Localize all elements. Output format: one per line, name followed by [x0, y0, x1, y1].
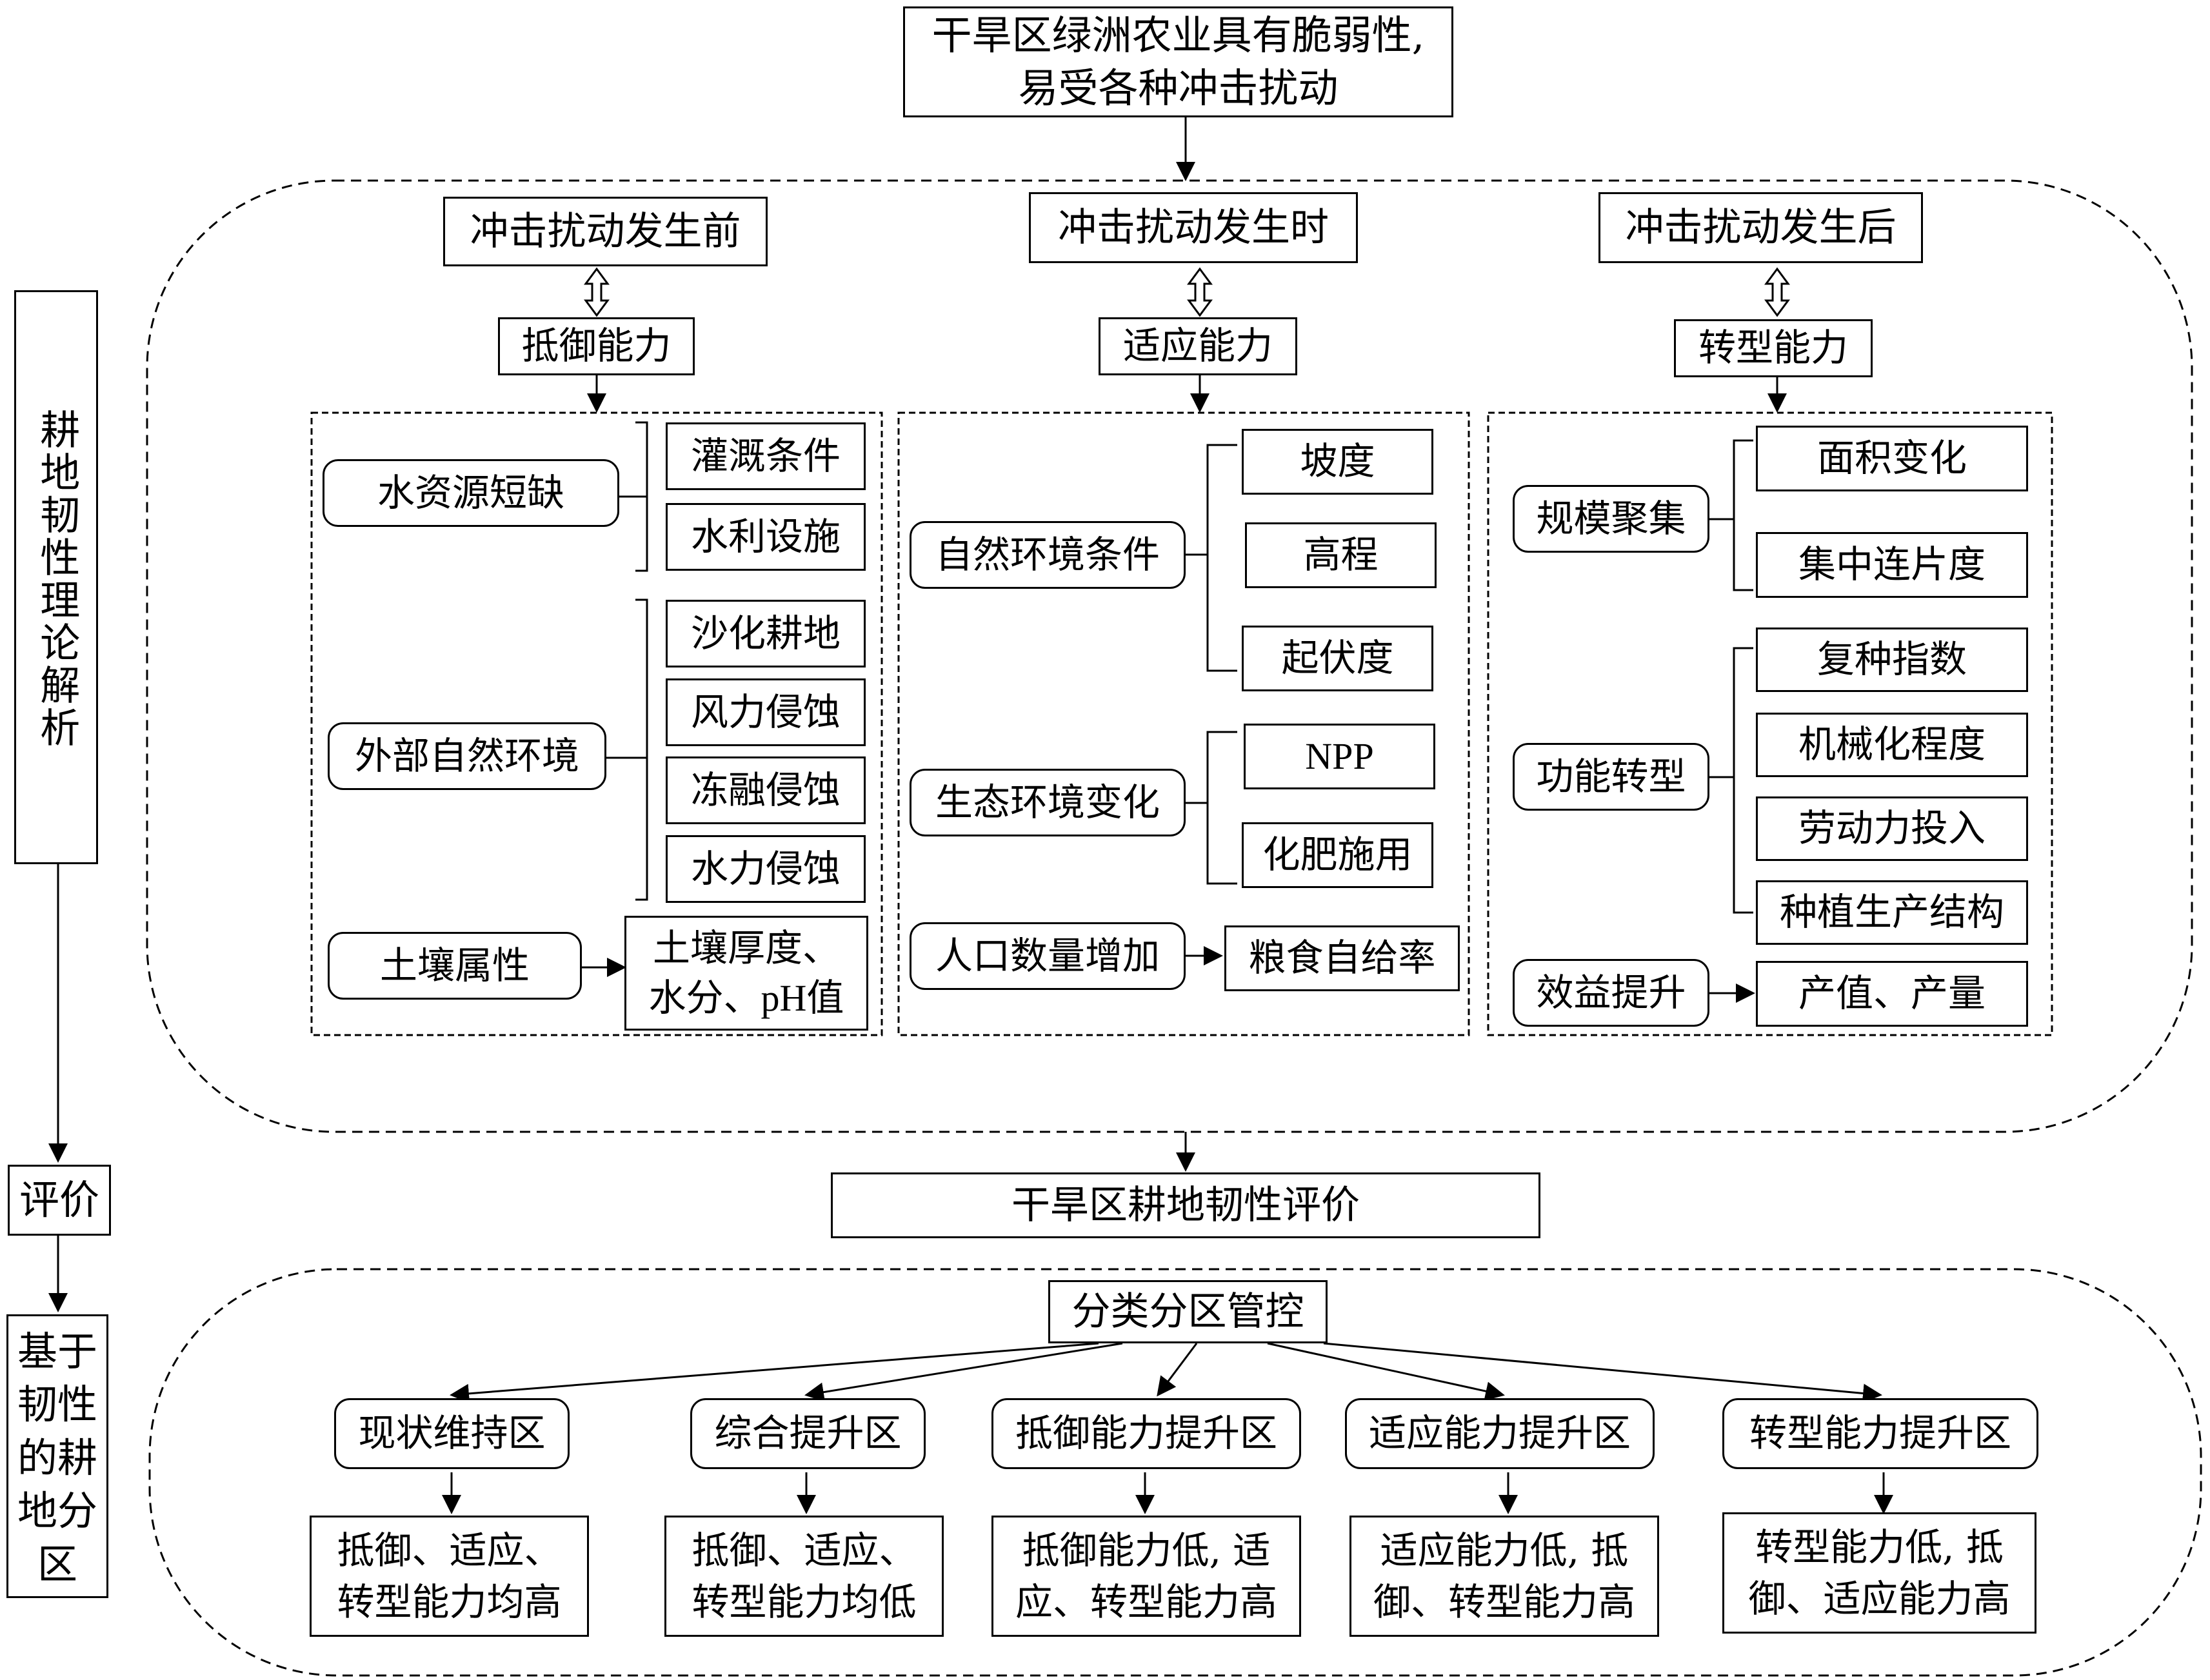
zone-comprehensive-desc-line-2: 转型能力均低 [692, 1580, 917, 1624]
relief: 起伏度 [1242, 626, 1433, 691]
elevation: 高程 [1245, 522, 1437, 588]
area-change: 面积变化 [1756, 426, 2028, 491]
zone-adapt: 适应能力提升区 [1345, 1398, 1655, 1469]
contiguity: 集中连片度 [1756, 532, 2028, 598]
water-shortage: 水资源短缺 [323, 459, 619, 527]
zoning-side-line-2: 韧性 [17, 1381, 97, 1428]
zone-resist-desc-line-2: 应、转型能力高 [1015, 1580, 1277, 1624]
theory-analysis-box: 耕地韧性理论解析 [14, 290, 98, 864]
zone-comprehensive: 综合提升区 [690, 1398, 926, 1469]
zoning-side-line-4: 地分 [17, 1487, 97, 1535]
zoning-side-line-5: 区 [37, 1540, 77, 1588]
soil-detail-line-2: 水分、pH值 [648, 977, 844, 1019]
zone-resist: 抵御能力提升区 [991, 1398, 1301, 1469]
zone-maintain: 现状维持区 [334, 1398, 570, 1469]
function-transformation: 功能转型 [1513, 743, 1709, 811]
population-increase: 人口数量增加 [910, 922, 1186, 990]
zone-adapt-desc-line-1: 适应能力低, 抵 [1380, 1528, 1629, 1572]
adapt-panel [897, 411, 1470, 1036]
arid-evaluation: 干旱区耕地韧性评价 [831, 1172, 1540, 1238]
double-arrow-icon [584, 267, 1790, 317]
multiple-cropping-index: 复种指数 [1756, 628, 2028, 692]
scale-aggregation: 规模聚集 [1513, 485, 1709, 553]
slope: 坡度 [1242, 429, 1433, 495]
capacity-transform: 转型能力 [1674, 319, 1873, 377]
labor-input: 劳动力投入 [1756, 796, 2028, 861]
fertilizer-use: 化肥施用 [1242, 822, 1433, 888]
soil-detail: 土壤厚度、 水分、pH值 [624, 916, 868, 1031]
zone-maintain-desc: 抵御、适应、 转型能力均高 [310, 1516, 589, 1637]
water-facility: 水利设施 [666, 503, 866, 571]
benefit-improvement: 效益提升 [1513, 959, 1709, 1027]
analysis-frame [146, 179, 2193, 1133]
zone-resist-desc: 抵御能力低, 适 应、转型能力高 [991, 1516, 1301, 1637]
water-erosion: 水力侵蚀 [666, 835, 866, 903]
zone-transform-desc-line-1: 转型能力低, 抵 [1755, 1525, 2004, 1569]
zone-comprehensive-desc-line-1: 抵御、适应、 [692, 1528, 917, 1572]
soil-property: 土壤属性 [328, 932, 582, 1000]
resist-panel [310, 411, 883, 1036]
phase-after: 冲击扰动发生后 [1598, 192, 1923, 263]
planting-structure: 种植生产结构 [1756, 880, 2028, 945]
zone-adapt-desc-line-2: 御、转型能力高 [1373, 1580, 1635, 1624]
theory-analysis-label: 耕地韧性理论解析 [33, 409, 81, 749]
vulnerability-line-2: 易受各种冲击扰动 [1018, 64, 1339, 112]
grain-self-sufficiency: 粮食自给率 [1224, 925, 1460, 991]
phase-before: 冲击扰动发生前 [443, 197, 768, 266]
external-nature: 外部自然环境 [328, 722, 606, 790]
zone-transform-desc: 转型能力低, 抵 御、适应能力高 [1722, 1512, 2036, 1634]
zone-maintain-desc-line-2: 转型能力均高 [337, 1580, 562, 1624]
evaluation-side-label: 评价 [19, 1176, 99, 1223]
wind-erosion: 风力侵蚀 [666, 678, 866, 746]
natural-environment: 自然环境条件 [910, 521, 1186, 589]
eco-change: 生态环境变化 [910, 769, 1186, 836]
zoning-side-line-3: 的耕 [17, 1434, 97, 1481]
zone-resist-desc-line-1: 抵御能力低, 适 [1022, 1528, 1271, 1572]
zone-adapt-desc: 适应能力低, 抵 御、转型能力高 [1349, 1516, 1659, 1637]
zoning-side-box: 基于 韧性 的耕 地分 区 [6, 1314, 108, 1598]
transform-panel [1487, 411, 2053, 1036]
desertified-land: 沙化耕地 [666, 600, 866, 667]
phase-during: 冲击扰动发生时 [1029, 192, 1358, 263]
capacity-adapt: 适应能力 [1099, 317, 1297, 375]
zoning-frame [148, 1268, 2202, 1677]
zone-maintain-desc-line-1: 抵御、适应、 [337, 1528, 562, 1572]
zone-transform-desc-line-2: 御、适应能力高 [1748, 1577, 2011, 1621]
irrigation-condition: 灌溉条件 [666, 422, 866, 490]
npp: NPP [1244, 724, 1435, 789]
evaluation-side-box: 评价 [8, 1165, 111, 1236]
vulnerability-line-1: 干旱区绿洲农业具有脆弱性, [931, 12, 1425, 59]
vulnerability-box: 干旱区绿洲农业具有脆弱性, 易受各种冲击扰动 [903, 6, 1453, 117]
classification-management: 分类分区管控 [1048, 1280, 1328, 1343]
zone-transform: 转型能力提升区 [1722, 1398, 2038, 1469]
zone-comprehensive-desc: 抵御、适应、 转型能力均低 [664, 1516, 944, 1637]
soil-detail-line-1: 土壤厚度、 [652, 925, 840, 970]
zoning-side-line-1: 基于 [17, 1327, 97, 1375]
capacity-resist: 抵御能力 [498, 317, 695, 375]
freeze-thaw-erosion: 冻融侵蚀 [666, 756, 866, 824]
mechanization-degree: 机械化程度 [1756, 713, 2028, 777]
output-yield: 产值、产量 [1756, 961, 2028, 1027]
